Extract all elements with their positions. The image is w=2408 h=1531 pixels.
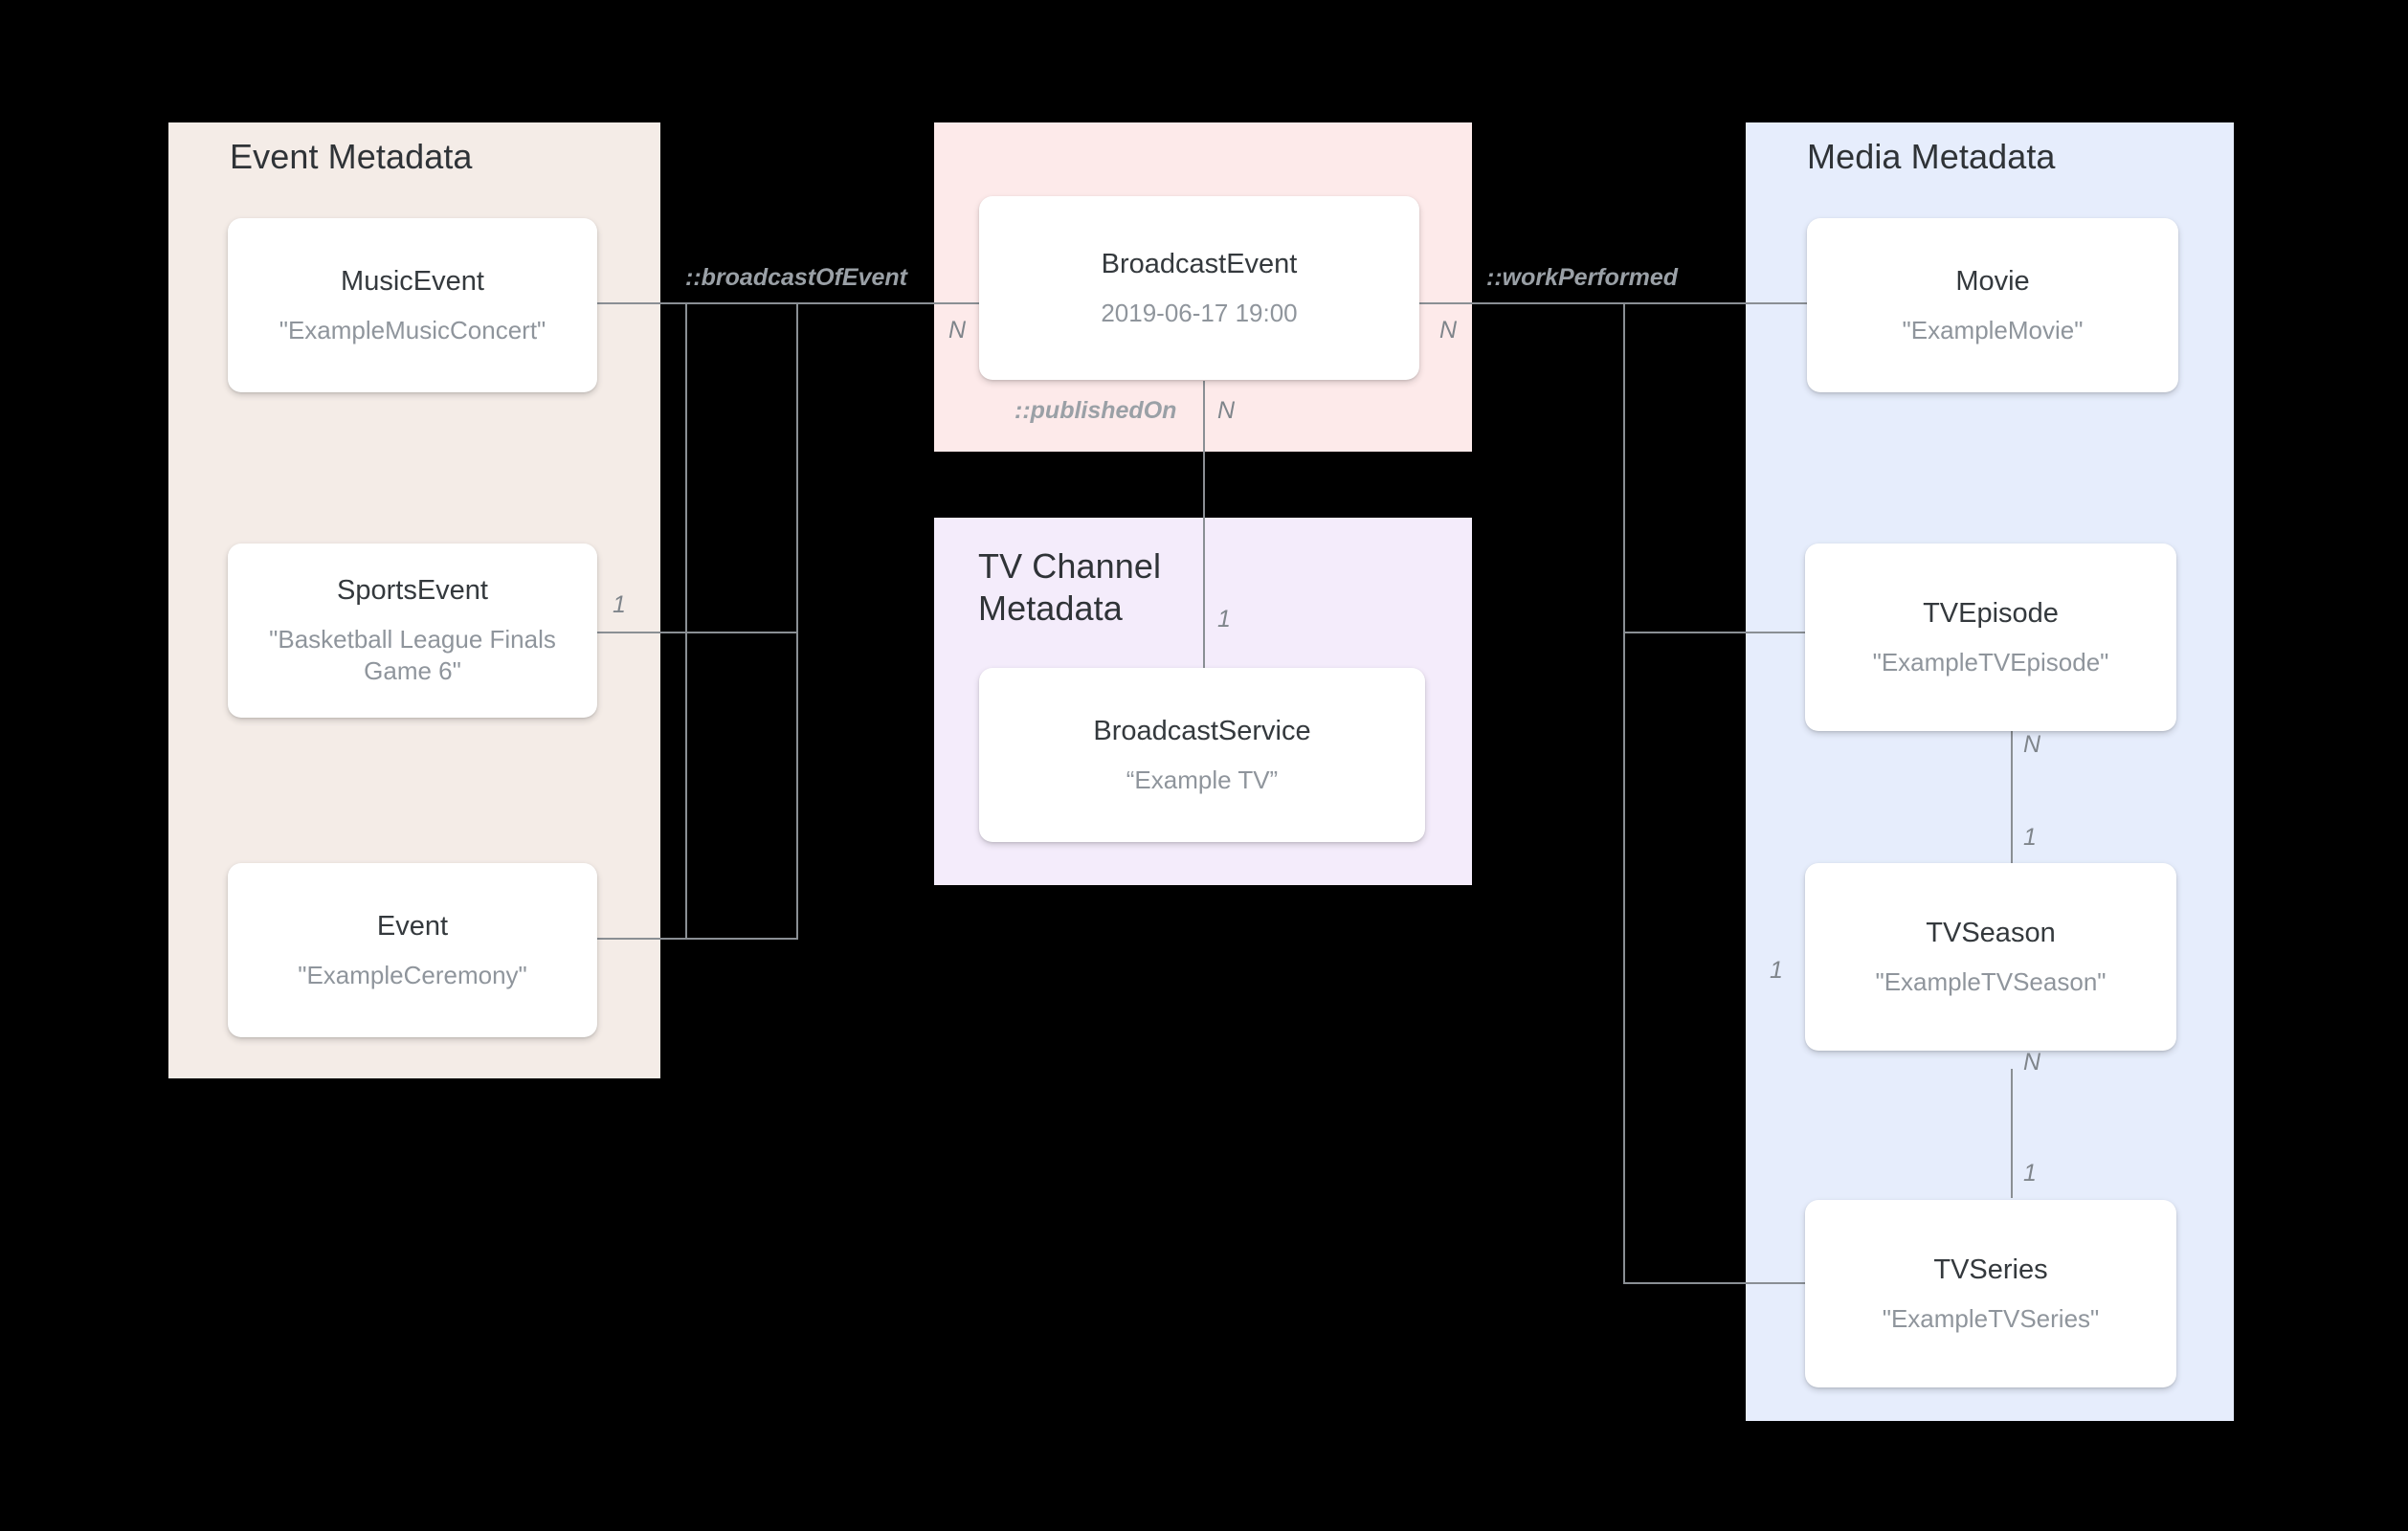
entity-card-music-event[interactable]: MusicEvent "ExampleMusicConcert" (228, 218, 597, 392)
multiplicity-tv-season-bottom-n: N (2023, 1049, 2041, 1076)
multiplicity-sports-event-right-1: 1 (613, 591, 626, 618)
entity-type-sports-event: SportsEvent (337, 575, 488, 607)
entity-value-sports-event: "Basketball League Finals Game 6" (269, 625, 556, 685)
edge-season-to-series (2011, 1069, 2013, 1198)
multiplicity-broadcast-event-left-n: N (948, 317, 967, 344)
entity-value-tv-series: "ExampleTVSeries" (1882, 1303, 2100, 1333)
entity-card-tv-season[interactable]: TVSeason "ExampleTVSeason" (1805, 863, 2176, 1051)
entity-type-tv-season: TVSeason (1926, 917, 2056, 948)
entity-type-movie: Movie (1955, 265, 2030, 297)
edge-media-trunk-to-tvseries (1623, 1282, 1811, 1284)
entity-type-broadcast-event: BroadcastEvent (1101, 248, 1298, 279)
multiplicity-tv-season-left-1: 1 (1770, 957, 1783, 984)
multiplicity-tv-episode-bottom-n: N (2023, 731, 2041, 758)
edge-media-trunk (1623, 302, 1625, 1282)
multiplicity-tv-series-top-1: 1 (2023, 1160, 2037, 1187)
entity-type-tv-series: TVSeries (1933, 1254, 2048, 1285)
entity-value-music-event: "ExampleMusicConcert" (279, 315, 546, 344)
entity-card-tv-series[interactable]: TVSeries "ExampleTVSeries" (1805, 1200, 2176, 1387)
entity-card-broadcast-event[interactable]: BroadcastEvent 2019-06-17 19:00 (979, 196, 1419, 380)
entity-value-broadcast-service: “Example TV” (1126, 765, 1279, 794)
relation-label-broadcast-of-event: ::broadcastOfEvent (685, 264, 907, 291)
entity-card-tv-episode[interactable]: TVEpisode "ExampleTVEpisode" (1805, 544, 2176, 731)
entity-card-sports-event[interactable]: SportsEvent "Basketball League Finals Ga… (228, 544, 597, 718)
edge-music-event-stub (597, 302, 798, 304)
edge-work-performed-stub (1388, 302, 1625, 304)
entity-value-event: "ExampleCeremony" (298, 960, 527, 989)
entity-card-event[interactable]: Event "ExampleCeremony" (228, 863, 597, 1037)
edge-left-trunk-mid (685, 302, 687, 632)
entity-type-tv-episode: TVEpisode (1923, 597, 2059, 629)
entity-value-movie: "ExampleMovie" (1902, 315, 2084, 344)
entity-card-broadcast-service[interactable]: BroadcastService “Example TV” (979, 668, 1425, 842)
edge-published-on (1203, 381, 1205, 668)
relation-label-work-performed: ::workPerformed (1486, 264, 1679, 291)
entity-type-music-event: MusicEvent (341, 265, 484, 297)
panel-title-media-metadata: Media Metadata (1807, 137, 2056, 176)
entity-type-event: Event (376, 910, 449, 942)
multiplicity-tv-season-top-1: 1 (2023, 824, 2037, 851)
entity-value-tv-episode: "ExampleTVEpisode" (1872, 647, 2109, 677)
multiplicity-broadcast-event-right-n: N (1439, 317, 1458, 344)
entity-value-broadcast-event: 2019-06-17 19:00 (1101, 298, 1298, 327)
edge-media-trunk-to-movie (1623, 302, 1811, 304)
edge-left-trunk-upper (796, 302, 798, 938)
edge-sports-event-stub (597, 632, 798, 633)
panel-title-tv-channel-metadata: TV Channel Metadata (978, 546, 1162, 628)
multiplicity-broadcast-service-top-1: 1 (1217, 606, 1231, 632)
entity-value-tv-season: "ExampleTVSeason" (1875, 966, 2107, 996)
edge-left-trunk-lower (685, 632, 687, 938)
edge-event-stub (597, 938, 798, 940)
edge-broadcast-of-event-run (796, 302, 1020, 304)
edge-episode-to-season (2011, 731, 2013, 968)
relation-label-published-on: ::publishedOn (1014, 397, 1177, 424)
multiplicity-broadcast-event-bottom-n: N (1217, 397, 1236, 424)
edge-media-trunk-to-tvepisode (1623, 632, 1811, 633)
panel-title-event-metadata: Event Metadata (230, 137, 473, 176)
entity-card-movie[interactable]: Movie "ExampleMovie" (1807, 218, 2178, 392)
entity-type-broadcast-service: BroadcastService (1093, 715, 1311, 746)
